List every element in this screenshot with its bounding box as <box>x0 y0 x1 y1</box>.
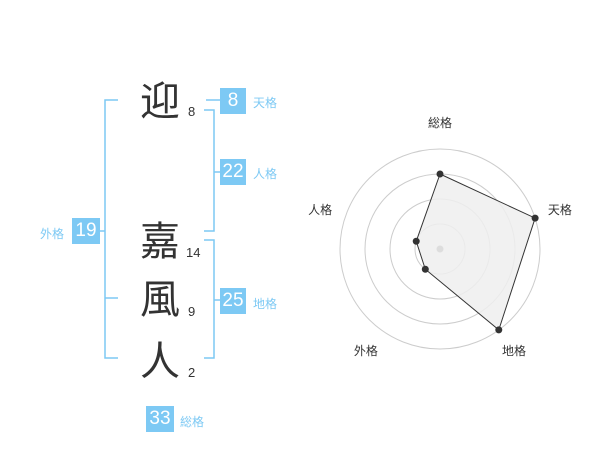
radar-axis-label-3: 地格 <box>502 343 526 358</box>
soukaku-label: 総格 <box>180 415 205 429</box>
radar-axis-label-1: 総格 <box>428 115 452 130</box>
name-char-3-strokes: 9 <box>188 304 196 319</box>
radar-axis-label-4: 外格 <box>354 343 378 358</box>
gaikaku-bracket <box>104 99 118 359</box>
radar-point-1 <box>436 170 444 178</box>
radar-ring <box>339 148 541 350</box>
soukaku-value-badge: 33 <box>146 406 174 432</box>
radar-point-2 <box>531 214 539 222</box>
radar-point-4 <box>421 265 429 273</box>
radar-point-5 <box>412 237 420 245</box>
name-char-3: 風 <box>140 277 180 323</box>
name-char-1-strokes: 8 <box>188 104 196 119</box>
name-char-2-strokes: 14 <box>186 245 201 260</box>
radar-center-dot <box>436 245 444 253</box>
gaikaku-label: 外格 <box>40 227 65 241</box>
radar-axis-label-2: 天格 <box>548 202 572 217</box>
name-char-1: 迎 <box>140 79 180 125</box>
name-char-4: 人 <box>140 339 180 385</box>
gaikaku-value-badge: 19 <box>72 218 100 244</box>
radar-point-3 <box>495 326 503 334</box>
jinkaku-bracket <box>204 109 215 232</box>
name-char-4-strokes: 2 <box>188 365 196 380</box>
chikaku-label: 地格 <box>253 297 278 311</box>
tenkaku-value-badge: 8 <box>220 88 246 114</box>
name-char-2: 嘉 <box>140 219 180 265</box>
radar-score-polygon <box>415 173 536 331</box>
chikaku-value-badge: 25 <box>220 288 246 314</box>
radar-axis-label-5: 人格 <box>308 202 332 217</box>
jinkaku-label: 人格 <box>253 167 278 181</box>
tenkaku-label: 天格 <box>253 96 278 110</box>
jinkaku-value-badge: 22 <box>220 159 246 185</box>
chikaku-bracket <box>204 239 215 359</box>
